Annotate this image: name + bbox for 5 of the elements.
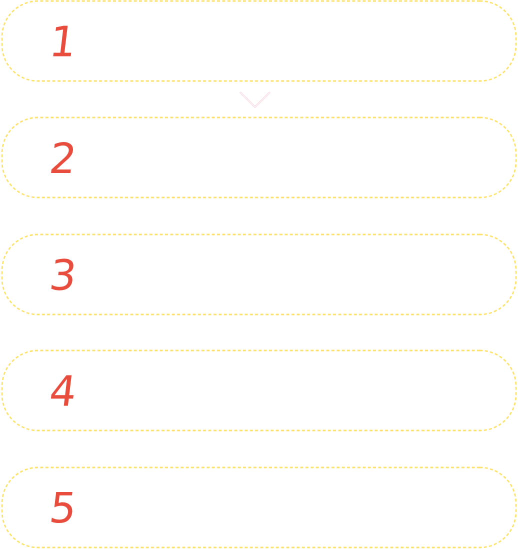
step-box: 3 bbox=[1, 234, 517, 316]
step-box: 5 bbox=[1, 466, 517, 548]
step-box: 2 bbox=[1, 116, 517, 198]
step-box: 1 bbox=[1, 0, 517, 82]
step-box: 4 bbox=[1, 350, 517, 432]
